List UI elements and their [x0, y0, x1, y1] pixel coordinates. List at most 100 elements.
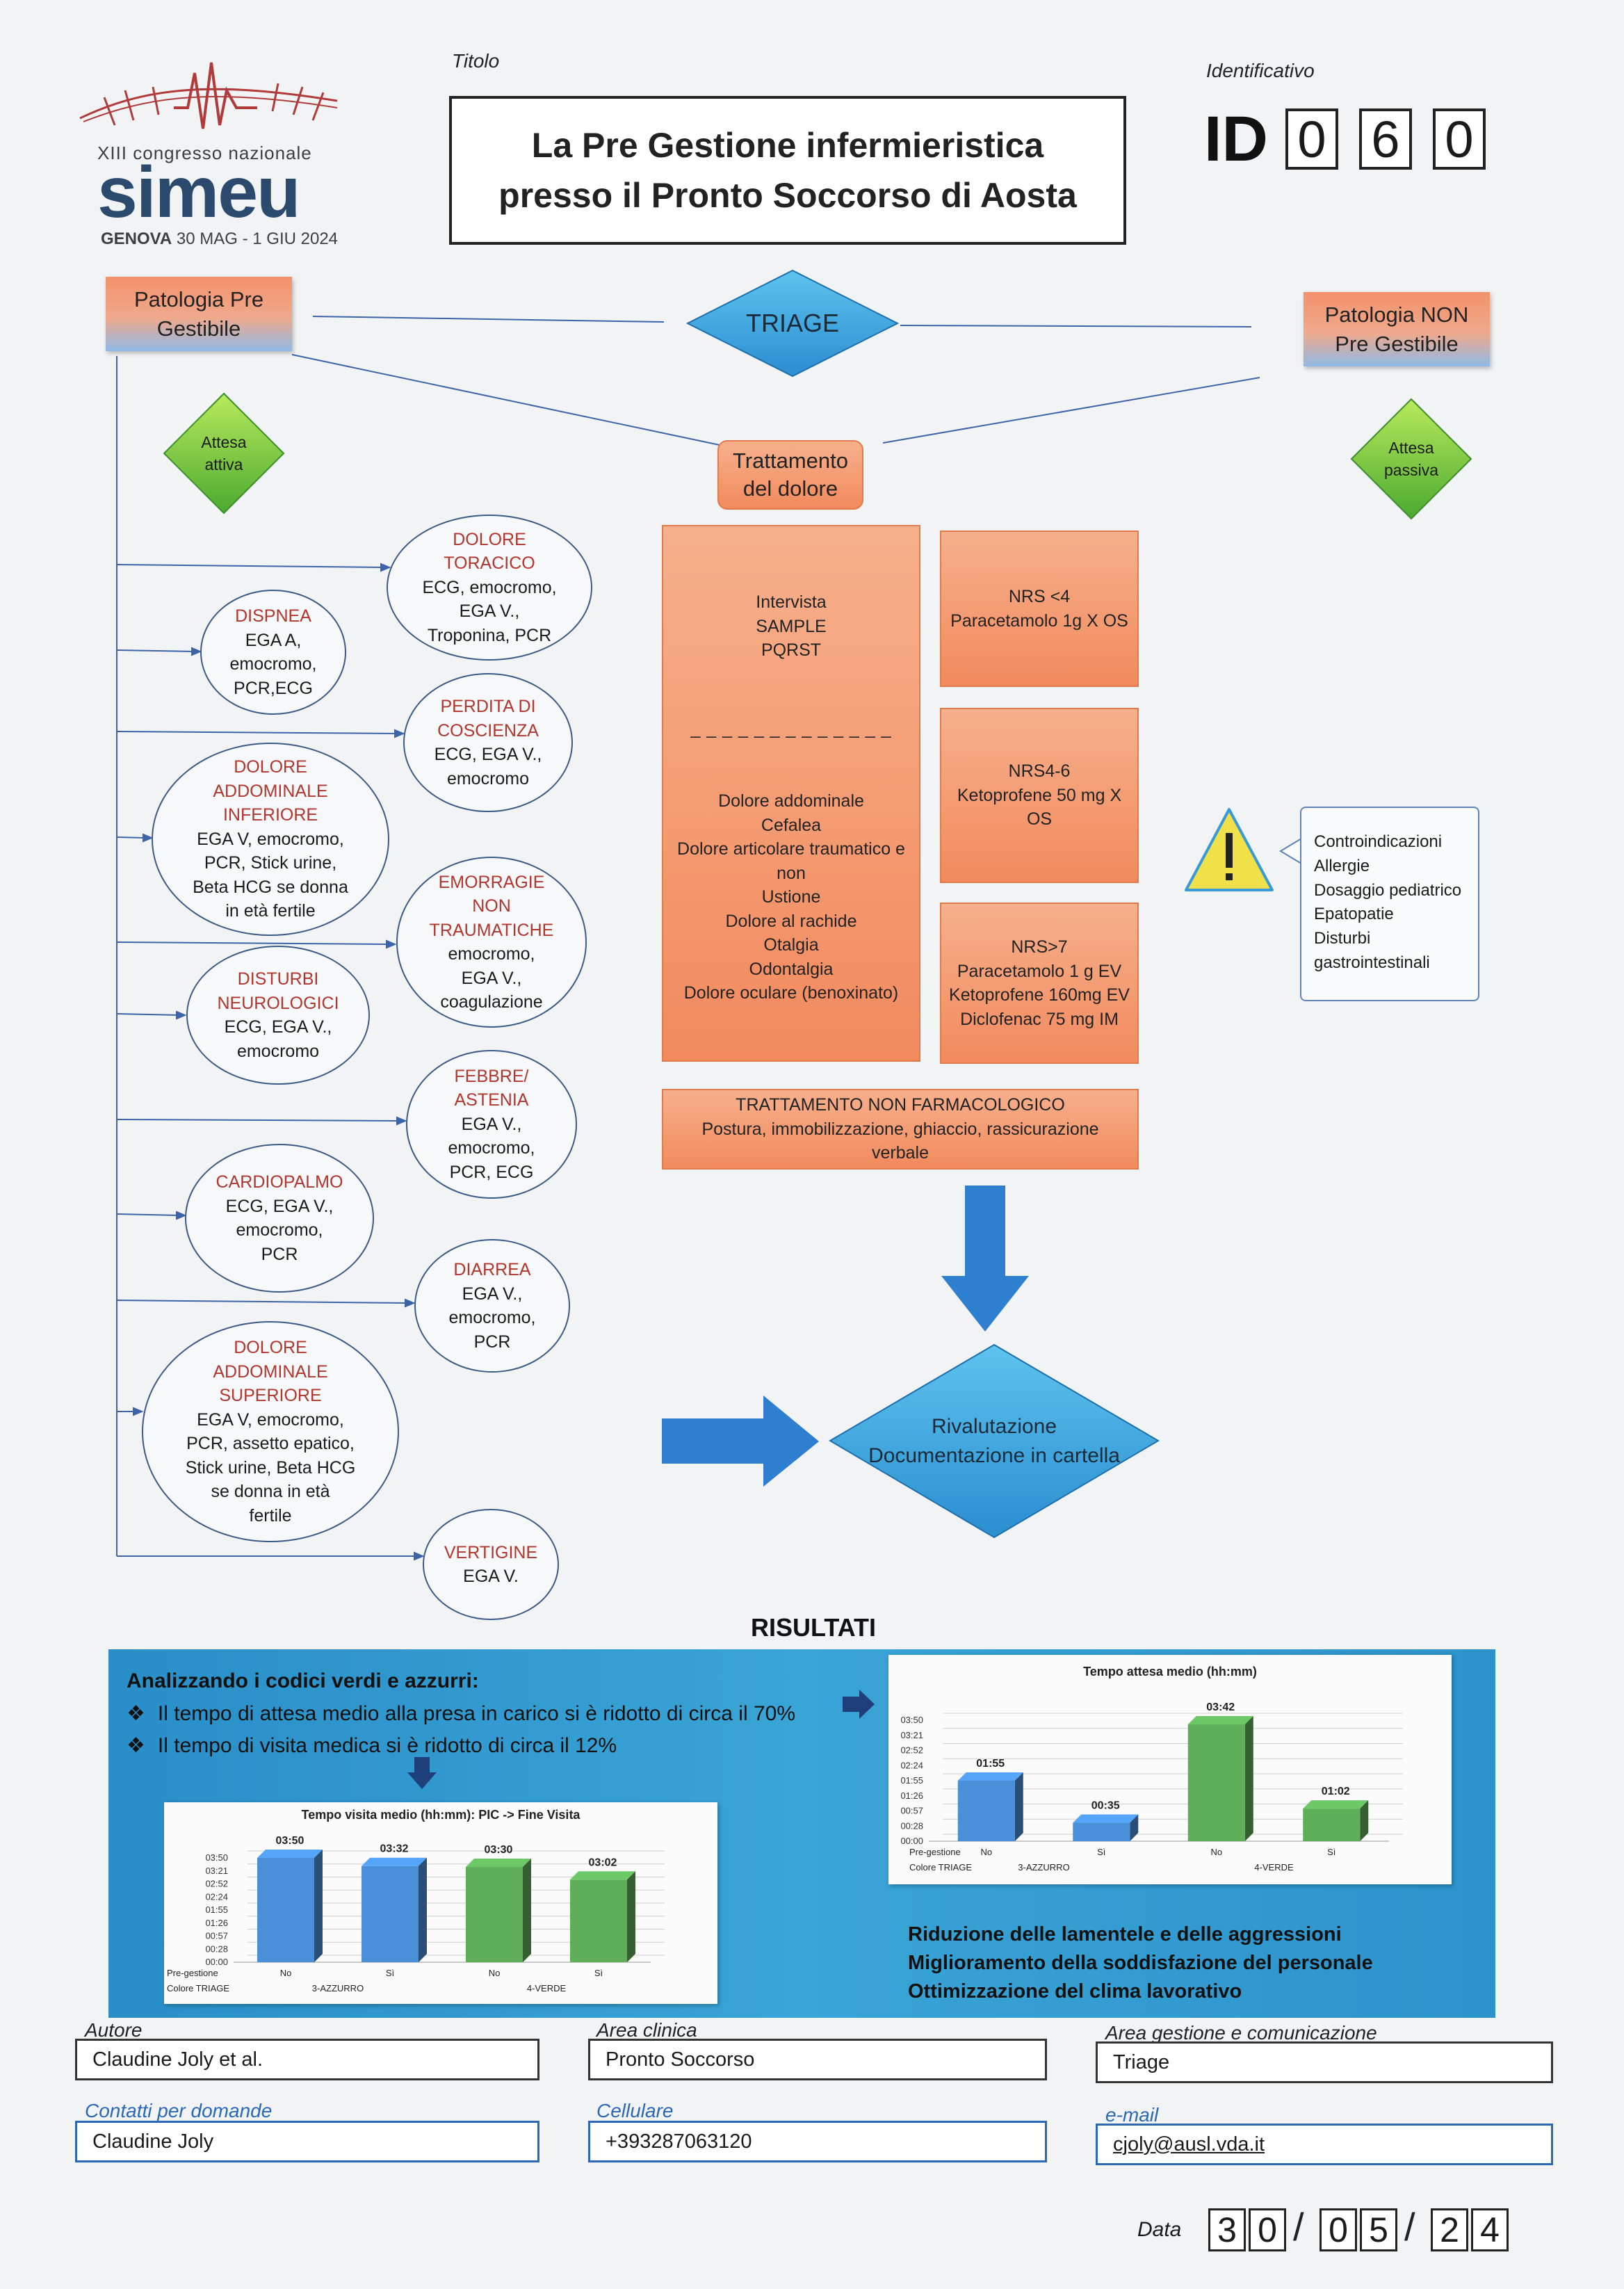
x-category-label: No [280, 1968, 292, 1978]
email-field[interactable]: cjoly@ausl.vda.it [1096, 2124, 1553, 2165]
bar [570, 1879, 627, 1962]
area-gestione-field: Triage [1096, 2041, 1553, 2083]
bar-value-label: 03:32 [380, 1843, 409, 1855]
area-clinica-field: Pronto Soccorso [588, 2039, 1047, 2080]
bar-side [314, 1850, 323, 1962]
chart-title: Tempo visita medio (hh:mm): PIC -> Fine … [302, 1808, 581, 1822]
autore-label: Autore [85, 2019, 143, 2041]
date-separator-2: / [1404, 2205, 1415, 2249]
bar-side [1244, 1716, 1253, 1841]
bar-top [1303, 1800, 1369, 1809]
chart-tempo-visita: Tempo visita medio (hh:mm): PIC -> Fine … [164, 1802, 717, 2004]
row-label-colore-triage: Colore TRIAGE [167, 1983, 229, 1993]
x-category-label: Sì [594, 1968, 603, 1978]
y-tick-label: 00:57 [900, 1806, 923, 1816]
contatti-field: Claudine Joly [75, 2121, 539, 2162]
y-tick-label: 01:55 [900, 1775, 923, 1786]
x-group-label: 4-VERDE [1254, 1862, 1294, 1873]
x-group-label: 3-AZZURRO [312, 1983, 364, 1993]
row-label-pregestione: Pre-gestione [167, 1968, 218, 1978]
data-label: Data [1137, 2218, 1182, 2241]
bar-value-label: 03:50 [276, 1835, 304, 1847]
bar-value-label: 03:42 [1206, 1701, 1235, 1713]
y-tick-label: 02:24 [900, 1760, 923, 1770]
cellulare-label: Cellulare [596, 2100, 674, 2121]
y-tick-label: 02:52 [900, 1745, 923, 1756]
x-category-label: Sì [386, 1968, 394, 1978]
title-line-2: presso il Pronto Soccorso di Aosta [498, 176, 1077, 215]
warning-box: Controindicazioni Allergie Dosaggio pedi… [1300, 807, 1479, 1001]
logo-date: GENOVA 30 MAG - 1 GIU 2024 [101, 229, 339, 248]
bar-value-label: 03:30 [485, 1844, 513, 1856]
bar [362, 1866, 419, 1962]
bar-side [1360, 1800, 1369, 1841]
bar-side [419, 1857, 427, 1962]
logo-congress-text: XIII congresso nazionale [97, 143, 312, 163]
x-category-label: No [980, 1847, 992, 1857]
id-prefix: ID [1204, 104, 1268, 175]
warning-icon [1185, 808, 1274, 891]
y-tick-label: 02:52 [205, 1879, 228, 1889]
y-tick-label: 00:57 [205, 1931, 228, 1941]
simeu-logo-ecg [79, 62, 338, 129]
bar [957, 1781, 1015, 1841]
date-separator-1: / [1293, 2205, 1304, 2249]
email-label: e-mail [1105, 2104, 1159, 2126]
title-line-1: La Pre Gestione infermieristica [531, 125, 1044, 165]
bar-top [257, 1850, 323, 1858]
results-intro: Analizzando i codici verdi e azzurri: [127, 1669, 479, 1692]
date-digit-6: 4 [1471, 2208, 1509, 2251]
y-tick-label: 00:00 [900, 1836, 923, 1846]
row-label-colore-triage: Colore TRIAGE [909, 1862, 972, 1873]
date-digit-4: 5 [1360, 2208, 1397, 2251]
date-digit-5: 2 [1431, 2208, 1468, 2251]
bar [1187, 1724, 1245, 1841]
bar [1073, 1822, 1130, 1841]
y-tick-label: 02:24 [205, 1891, 228, 1902]
chart-title: Tempo attesa medio (hh:mm) [1083, 1665, 1257, 1679]
y-tick-label: 00:28 [900, 1820, 923, 1831]
dolori-list: Dolore addominale Cefalea Dolore articol… [677, 791, 905, 1003]
bar [1303, 1809, 1361, 1841]
intervista-dolori-box: Intervista SAMPLE PQRST _ _ _ _ _ _ _ _ … [662, 525, 920, 1062]
y-tick-label: 03:50 [205, 1852, 228, 1863]
bar-side [1014, 1772, 1023, 1841]
x-group-label: 3-AZZURRO [1018, 1862, 1069, 1873]
chart-tempo-attesa-svg: Tempo attesa medio (hh:mm)03:5003:2102:5… [900, 1665, 1403, 1873]
row-label-pregestione: Pre-gestione [909, 1847, 961, 1857]
x-category-label: Sì [1097, 1847, 1105, 1857]
area-gestione-label: Area gestione e comunicazione [1105, 2022, 1377, 2044]
email-link[interactable]: cjoly@ausl.vda.it [1113, 2133, 1265, 2155]
y-tick-label: 01:55 [205, 1904, 228, 1915]
x-category-label: No [1210, 1847, 1222, 1857]
y-tick-label: 03:50 [900, 1715, 923, 1725]
results-findings: Analizzando i codici verdi e azzurri: ❖I… [127, 1665, 795, 1763]
id-digit-3: 0 [1433, 108, 1486, 170]
arrow-down-icon [407, 1757, 437, 1789]
chart-tempo-visita-svg: Tempo visita medio (hh:mm): PIC -> Fine … [167, 1808, 665, 1993]
id-digit-1: 0 [1285, 108, 1338, 170]
results-title: RISULTATI [751, 1613, 876, 1642]
results-outcomes: Riduzione delle lamentele e delle aggres… [908, 1923, 1373, 2003]
title-label: Titolo [452, 50, 500, 72]
intervista-separator: _ _ _ _ _ _ _ _ _ _ _ _ _ [690, 718, 892, 738]
attesa-passiva-diamond [1350, 398, 1472, 520]
